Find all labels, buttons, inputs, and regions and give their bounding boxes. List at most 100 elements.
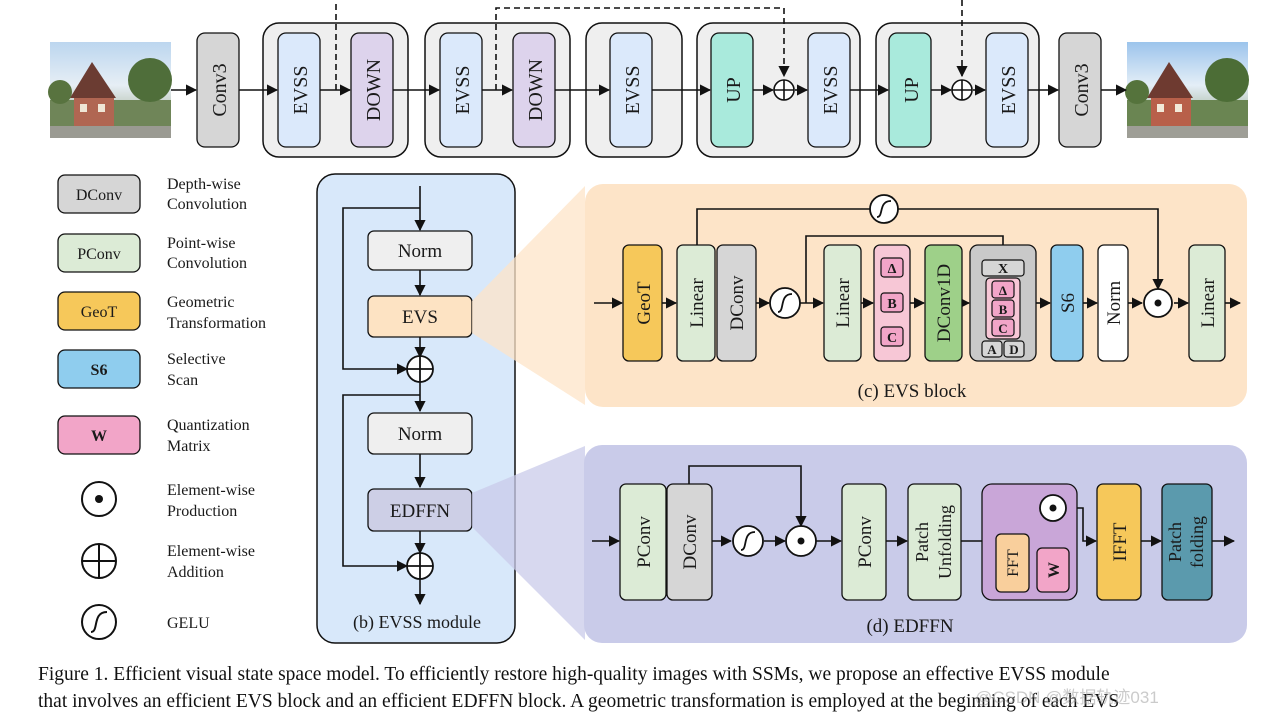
legend-geot-text-2: Transformation	[167, 315, 266, 332]
evs-linear-3-label: Linear	[1198, 278, 1219, 328]
legend: DConv Depth-wise Convolution PConv Point…	[57, 174, 266, 640]
output-image	[1125, 42, 1249, 138]
edffn-caption: (d) EDFFN	[866, 616, 953, 637]
legend-addition-text-2: Addition	[167, 564, 224, 581]
conv3-input-label: Conv3	[209, 63, 231, 116]
edffn-w-block	[1036, 547, 1070, 593]
element-wise-addition-icon	[81, 543, 117, 579]
legend-s6-box	[57, 349, 141, 389]
input-image	[48, 42, 172, 138]
evs-b-label: B	[887, 297, 896, 312]
evss-norm-2-label: Norm	[398, 424, 443, 445]
watermark: @CSDN @数据轨迹031	[975, 688, 1159, 707]
legend-s6-text-1: Selective	[167, 351, 226, 368]
legend-pconv-text-2: Convolution	[167, 255, 247, 272]
evs-inner-delta-box	[991, 280, 1015, 299]
evss-addition-icon-2	[406, 552, 434, 580]
up-label-1: UP	[723, 77, 745, 103]
legend-gelu-text: GELU	[167, 615, 210, 632]
evs-x-box	[981, 259, 1025, 277]
evss-evs-label: EVS	[402, 307, 438, 328]
evs-linear-2-block	[823, 244, 862, 362]
legend-s6-label: S6	[91, 362, 108, 379]
evss-label-4: EVSS	[820, 66, 842, 115]
evs-dconv1d-block	[924, 244, 963, 362]
evs-delta-box	[880, 257, 904, 278]
edffn-w-label: W	[1046, 562, 1063, 578]
edffn-pconv-2-label: PConv	[855, 516, 876, 568]
evss-module-caption: (b) EVSS module	[353, 612, 481, 633]
evs-b-box	[880, 292, 904, 313]
evs-s6-label: S6	[1058, 293, 1079, 313]
evs-linear-1-label: Linear	[687, 278, 708, 328]
edffn-pconv-1-block	[619, 483, 667, 601]
evss-norm-2-block	[367, 412, 473, 455]
gelu-icon	[81, 604, 117, 640]
element-wise-production-icon	[81, 481, 117, 517]
pipeline-addition-icon-1	[773, 79, 795, 101]
legend-geot-label: GeoT	[81, 304, 118, 321]
pipeline-addition-icon-2	[951, 79, 973, 101]
edffn-patch-folding-label-1: Patch	[1165, 522, 1185, 562]
evs-dconv-block	[716, 244, 757, 362]
evs-norm-block	[1097, 244, 1129, 362]
evs-production-icon	[1143, 288, 1173, 318]
legend-geot-text-1: Geometric	[167, 294, 235, 311]
edffn-patch-folding-label-2: folding	[1187, 516, 1207, 568]
evs-inner-b-box	[991, 299, 1015, 318]
evss-norm-1-block	[367, 230, 473, 271]
evs-d-box	[1003, 340, 1025, 358]
edffn-fft-label: FFT	[1005, 549, 1022, 577]
legend-geot-box	[57, 291, 141, 331]
figure-caption-line-2: that involves an efficient EVS block and…	[38, 691, 1120, 712]
edffn-ifft-block	[1096, 483, 1142, 601]
evs-geot-block	[622, 244, 663, 362]
legend-w-label: W	[91, 428, 107, 445]
evs-zoom-wedge	[472, 186, 585, 405]
evs-block: GeoT Linear DConv Linear Δ B C DConv1D X…	[585, 184, 1247, 407]
legend-production-text-1: Element-wise	[167, 482, 255, 499]
evss-norm-1-label: Norm	[398, 241, 443, 262]
down-label-1: DOWN	[363, 59, 385, 121]
evs-delta-label: Δ	[888, 262, 897, 277]
evs-dconv1d-label: DConv1D	[934, 264, 955, 342]
legend-pconv-box	[57, 233, 141, 273]
legend-s6-text-2: Scan	[167, 372, 198, 389]
legend-w-text-1: Quantization	[167, 417, 250, 434]
edffn-pconv-1-label: PConv	[634, 516, 655, 568]
evs-a-box	[981, 340, 1003, 358]
legend-dconv-label: DConv	[76, 187, 122, 204]
edffn-patch-unfolding-block	[907, 483, 962, 601]
evs-block-caption: (c) EVS block	[858, 381, 967, 402]
evs-gelu-icon-1	[769, 287, 801, 319]
legend-production-text-2: Production	[167, 503, 237, 520]
evss-edffn-label: EDFFN	[390, 501, 450, 522]
legend-w-text-2: Matrix	[167, 438, 211, 455]
legend-pconv-label: PConv	[77, 246, 121, 263]
legend-dconv-text-1: Depth-wise	[167, 176, 241, 193]
down-label-2: DOWN	[525, 59, 547, 121]
edffn-block: PConv DConv PConv Patch Unfolding FFT W …	[584, 445, 1247, 643]
evs-inner-c-label: C	[998, 321, 1007, 336]
edffn-zoom-wedge	[472, 446, 585, 640]
edffn-dconv-label: DConv	[680, 514, 701, 569]
edffn-pconv-2-block	[841, 483, 887, 601]
evs-linear-2-label: Linear	[833, 278, 854, 328]
legend-addition-text-1: Element-wise	[167, 543, 255, 560]
legend-dconv-text-2: Convolution	[167, 196, 247, 213]
evs-inner-delta-label: Δ	[999, 283, 1007, 298]
evss-label-5: EVSS	[998, 66, 1020, 115]
evs-c-box	[880, 326, 904, 347]
evs-a-label: A	[987, 342, 997, 357]
evs-gelu-icon-2	[869, 194, 899, 224]
evss-addition-icon-1	[406, 355, 434, 383]
edffn-patch-folding-block	[1161, 483, 1213, 601]
evs-s6-block	[1050, 244, 1084, 362]
evs-norm-label: Norm	[1104, 281, 1125, 326]
conv3-output-label: Conv3	[1071, 63, 1093, 116]
evs-inner-b-label: B	[999, 302, 1008, 317]
evs-x-label: X	[998, 262, 1008, 277]
edffn-fft-block	[995, 533, 1030, 593]
pipeline: Conv3 EVSS DOWN EVSS DOWN EVSS UP EVSS U…	[48, 0, 1249, 158]
